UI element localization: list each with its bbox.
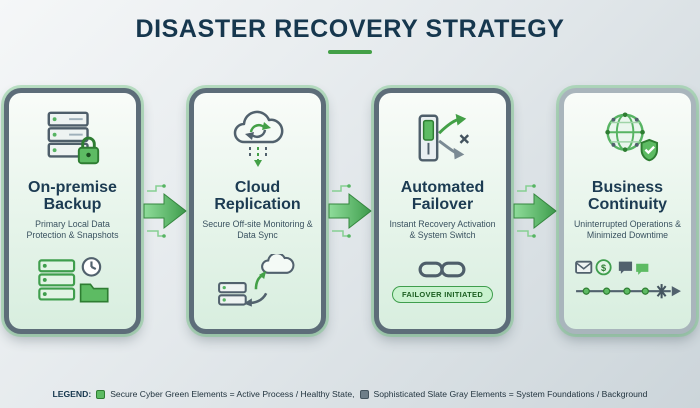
card-business-continuity: Business Continuity Uninterrupted Operat… <box>559 88 696 334</box>
svg-text:$: $ <box>601 263 606 273</box>
card-title: Automated Failover <box>400 179 485 213</box>
legend-item-gray: Sophisticated Slate Gray Elements = Syst… <box>373 389 648 399</box>
failover-status-group: FAILOVER INITIATED <box>391 241 494 321</box>
legend-gray-swatch <box>359 389 369 399</box>
card-title: Cloud Replication <box>214 179 301 213</box>
card-subtitle: Primary Local Data Protection & Snapshot… <box>26 218 119 240</box>
card-subtitle: Instant Recovery Activation & System Swi… <box>389 218 496 240</box>
flow-arrow-3 <box>513 184 557 238</box>
card-subtitle: Uninterrupted Operations & Minimized Dow… <box>573 218 682 240</box>
legend: LEGEND: Secure Cyber Green Elements = Ac… <box>0 389 700 399</box>
card-cloud-replication: Cloud Replication Secure Off-site Monito… <box>189 88 326 334</box>
card-title: Business Continuity <box>587 179 668 213</box>
legend-item-green: Secure Cyber Green Elements = Active Pro… <box>110 389 355 399</box>
card-inner: On-premise Backup Primary Local Data Pro… <box>9 93 136 329</box>
failover-status-badge: FAILOVER INITIATED <box>391 286 494 304</box>
card-inner: Automated Failover Instant Recovery Acti… <box>379 93 506 329</box>
card-subtitle: Secure Off-site Monitoring & Data Sync <box>202 218 313 240</box>
legend-label: LEGEND: <box>52 389 92 399</box>
card-automated-failover: Automated Failover Instant Recovery Acti… <box>374 88 511 334</box>
card-on-premise-backup: On-premise Backup Primary Local Data Pro… <box>4 88 141 334</box>
globe-shield-icon <box>597 100 659 178</box>
cloud-sync-icon <box>226 100 290 178</box>
card-inner: Cloud Replication Secure Off-site Monito… <box>194 93 321 329</box>
card-inner: Business Continuity Uninterrupted Operat… <box>564 93 691 329</box>
failover-switch-icon <box>412 100 474 178</box>
flow-diagram: On-premise Backup Primary Local Data Pro… <box>4 80 696 342</box>
legend-green-swatch <box>96 389 106 399</box>
flow-arrow-2 <box>328 184 372 238</box>
backup-servers-folder-icon <box>35 241 111 321</box>
title-underline <box>328 50 372 54</box>
card-title: On-premise Backup <box>28 179 117 213</box>
server-lock-icon <box>42 100 104 178</box>
server-cloud-sync-icon <box>215 241 301 321</box>
chain-link-icon <box>419 261 466 278</box>
page-title: DISASTER RECOVERY STRATEGY <box>135 15 565 43</box>
flow-arrow-1 <box>143 184 187 238</box>
operations-timeline-icon: $ <box>572 241 684 321</box>
